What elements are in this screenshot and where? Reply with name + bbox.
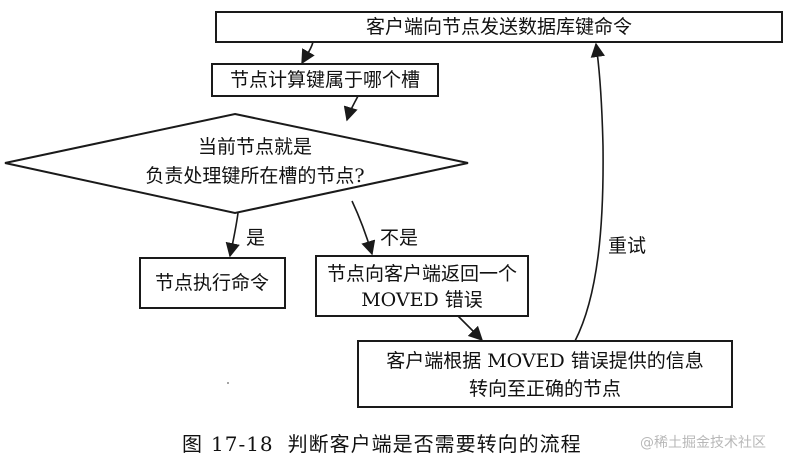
node-client-redirect-line2: 转向至正确的节点 [469, 378, 621, 400]
node-return-moved-line1: 节点向客户端返回一个 [327, 263, 517, 285]
node-compute-slot-label: 节点计算键属于哪个槽 [230, 69, 420, 91]
caption-title: 判断客户端是否需要转向的流程 [287, 432, 582, 456]
edge-retry [574, 42, 605, 342]
edge-retry-label: 重试 [608, 235, 646, 257]
caption-figure: 图 [182, 432, 203, 456]
edge-decision-no [351, 200, 376, 256]
edge-moved-to-redirect [457, 315, 484, 342]
caption-number: 17-18 [211, 432, 274, 456]
node-client-redirect-line1: 客户端根据 MOVED 错误提供的信息 [386, 350, 704, 372]
edge-compute-to-decision [343, 95, 359, 122]
edge-decision-yes [225, 212, 240, 258]
edge-no-label: 不是 [380, 227, 418, 249]
decision-node [4, 112, 469, 215]
node-execute-command [139, 257, 286, 309]
node-send-command [215, 11, 783, 43]
node-compute-slot [211, 63, 439, 97]
watermark: @稀土掘金技术社区 [640, 435, 766, 451]
node-client-redirect [357, 340, 733, 408]
node-return-moved [315, 255, 529, 317]
scan-speck [227, 382, 229, 384]
decision-label-line1: 当前节点就是 [198, 136, 312, 158]
edge-yes-label: 是 [246, 227, 265, 249]
node-execute-command-label: 节点执行命令 [155, 272, 269, 294]
figure-caption: 图 17-18 判断客户端是否需要转向的流程 [182, 428, 582, 457]
node-send-command-label: 客户端向节点发送数据库键命令 [366, 16, 632, 38]
decision-label-line2: 负责处理键所在槽的节点? [145, 165, 364, 187]
edge-send-to-compute [301, 41, 315, 65]
node-return-moved-line2: MOVED 错误 [361, 289, 483, 311]
